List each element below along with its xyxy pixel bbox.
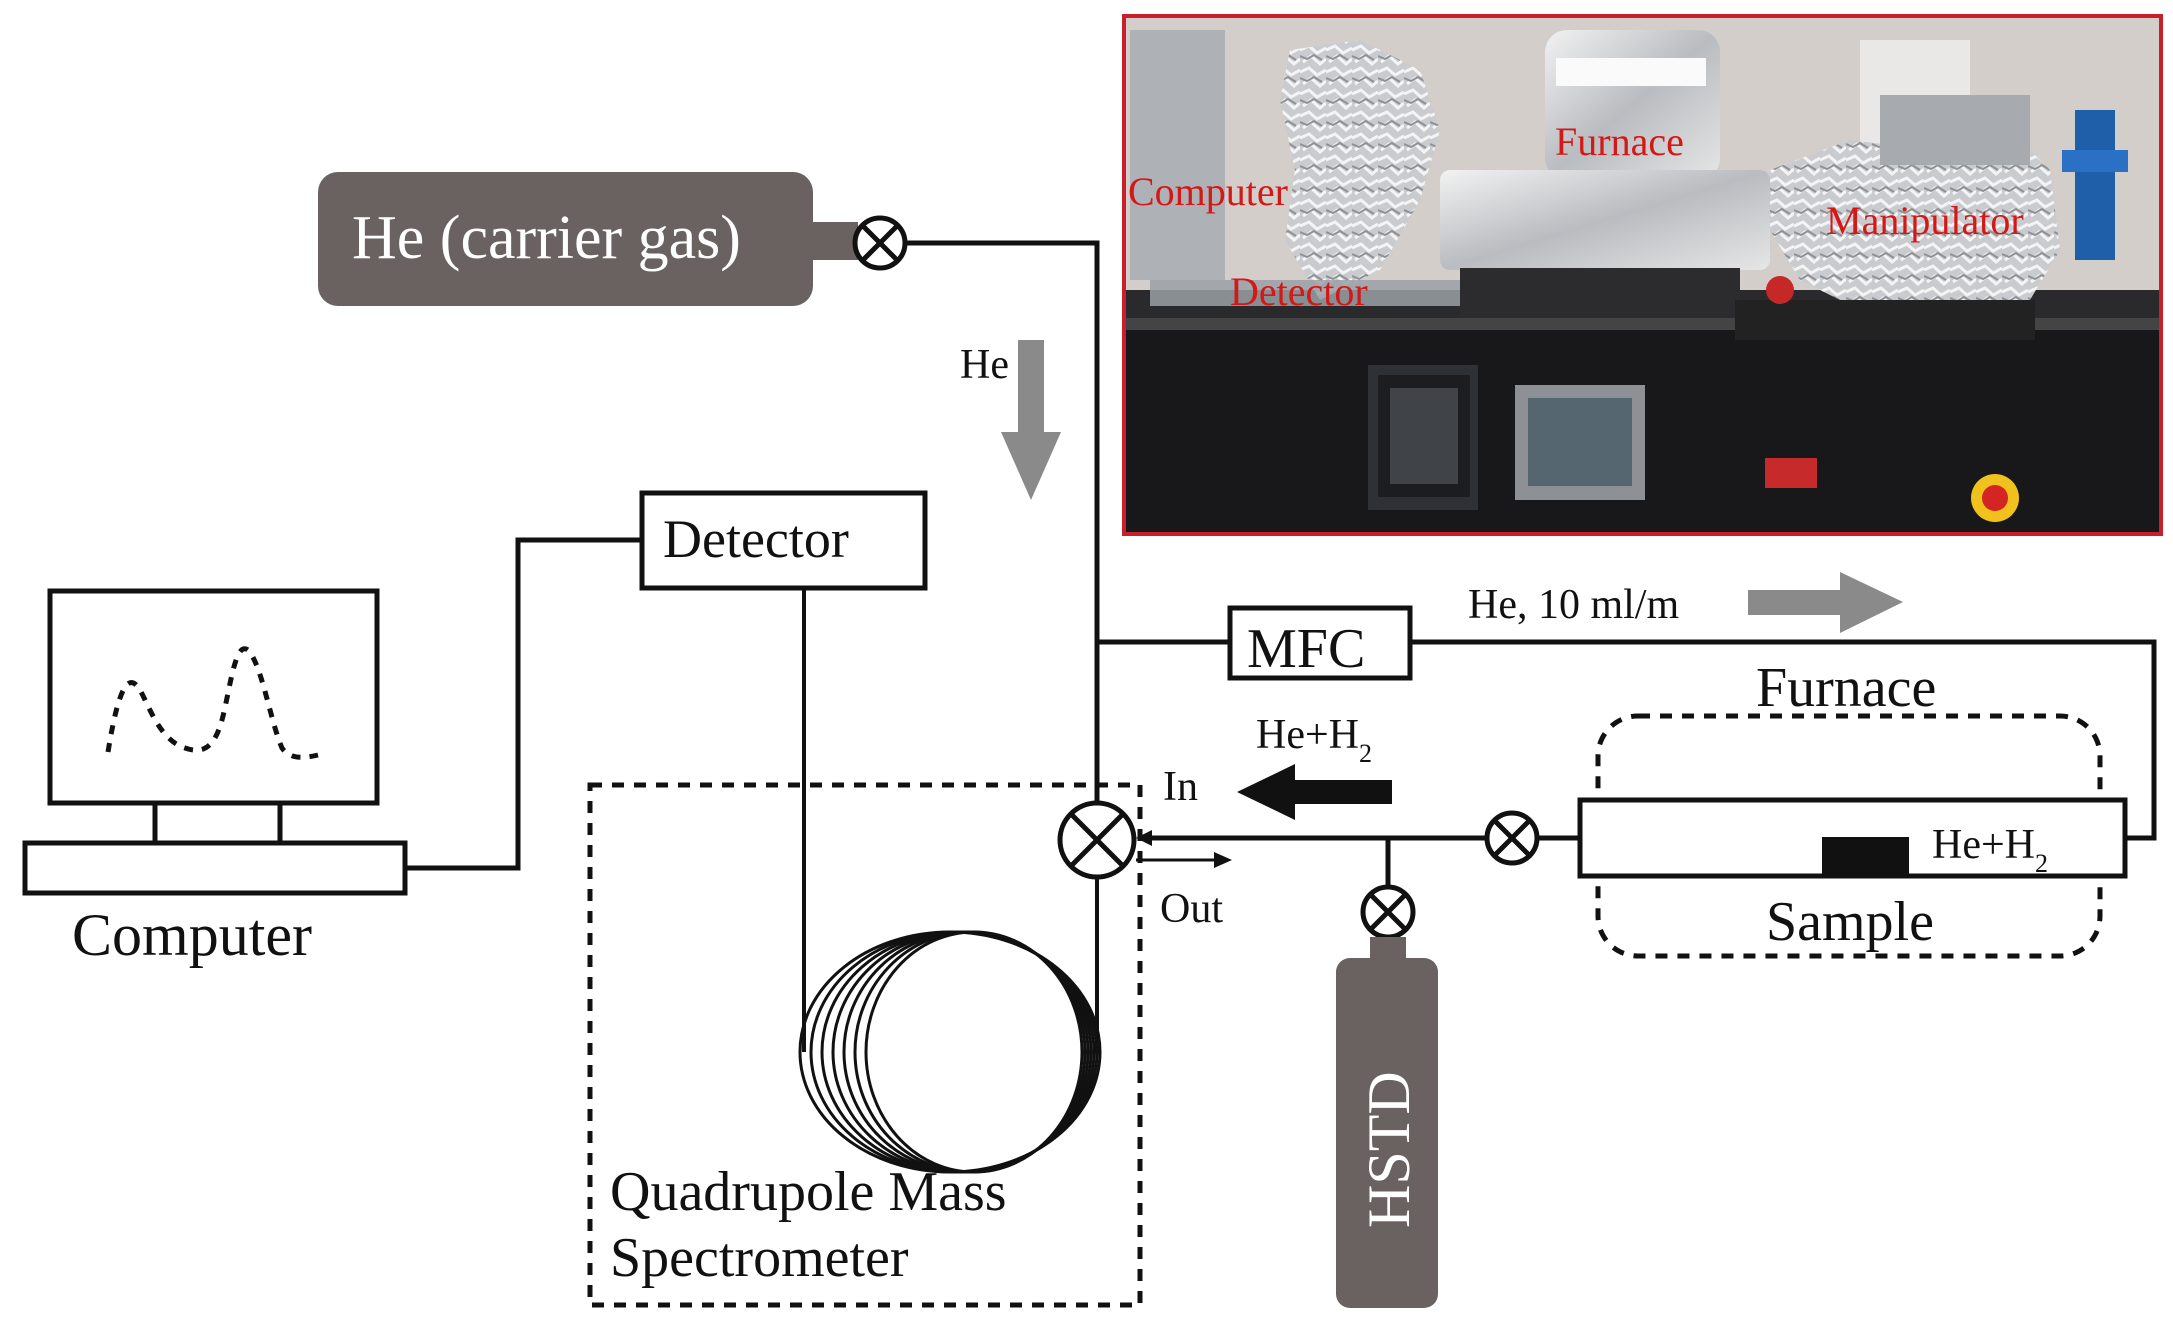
- photo-label-manipulator: Manipulator: [1826, 198, 2024, 243]
- inlet-mixture-label: He+H2: [1256, 712, 1372, 768]
- detector-to-computer-line: [405, 537, 642, 871]
- in-label: In: [1163, 764, 1198, 810]
- sample-block: [1822, 837, 1909, 876]
- main-valve-icon: [1057, 800, 1137, 880]
- sample-label: Sample: [1766, 891, 1934, 953]
- qms-enclosure: [587, 782, 1143, 1308]
- carrier-gas-line: [905, 240, 1100, 810]
- qms-label-line1: Quadrupole Mass: [610, 1161, 1007, 1223]
- carrier-gas-label: He (carrier gas): [352, 204, 741, 272]
- photo-frame: [1122, 14, 2163, 536]
- flow-rate-label: He, 10 ml/m: [1468, 582, 1679, 628]
- tube-mixture-label: He+H2: [1932, 822, 2048, 878]
- hstd-cylinder-neck: [1370, 937, 1406, 961]
- photo-label-detector: Detector: [1230, 269, 1368, 314]
- coil-column-icon: [798, 930, 1102, 1174]
- carrier-gas-valve-icon: [852, 215, 908, 271]
- he-flow-down-arrow: [1001, 340, 1061, 500]
- monitor-signal-trace: [105, 646, 319, 760]
- computer-base: [22, 840, 408, 896]
- mfc-label: MFC: [1247, 618, 1365, 680]
- out-thin-arrowhead: [1214, 852, 1232, 868]
- apparatus-photo: Furnace Computer Detector Manipulator: [1122, 14, 2163, 536]
- schematic-labels: He (carrier gas) He Detector Computer MF…: [72, 204, 2048, 1289]
- detector-label: Detector: [663, 509, 849, 569]
- qms-label-line2: Spectrometer: [610, 1227, 909, 1289]
- hstd-label: HSTD: [1356, 1071, 1422, 1228]
- he-arrow-label: He: [960, 342, 1009, 388]
- flow-right-arrow: [1748, 572, 1903, 633]
- hstd-valve-icon: [1360, 884, 1416, 940]
- computer-monitor: [47, 588, 380, 806]
- furnace-label: Furnace: [1756, 657, 1936, 719]
- out-label: Out: [1160, 886, 1223, 932]
- photo-label-furnace: Furnace: [1555, 119, 1684, 164]
- furnace-valve-icon: [1484, 810, 1540, 866]
- cylinder-nozzle: [810, 222, 858, 260]
- in-thin-arrowhead: [1136, 830, 1152, 846]
- computer-label: Computer: [72, 902, 312, 968]
- hstd-cylinder: [1336, 958, 1438, 1308]
- in-flow-arrow: [1237, 764, 1392, 820]
- carrier-gas-cylinder: [318, 172, 813, 306]
- mfc-outlet-line: [1410, 639, 2157, 841]
- schematic: [22, 172, 2157, 1308]
- photo-label-computer: Computer: [1128, 169, 1288, 214]
- mfc-box: [1227, 605, 1413, 681]
